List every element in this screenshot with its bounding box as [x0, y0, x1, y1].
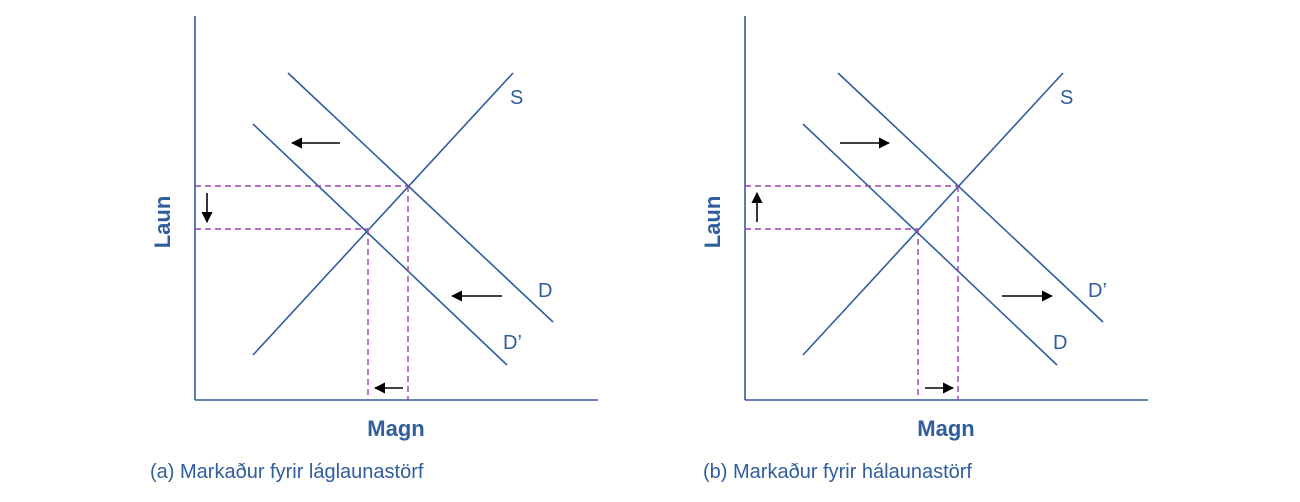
supply-curve — [802, 72, 1064, 356]
equilibrium-guides — [195, 185, 409, 400]
supply-curve — [252, 72, 514, 356]
x-axis-title: Magn — [917, 416, 974, 441]
panel-high-wage: S D’ D Laun Magn (b) Markaður fyrir hála… — [700, 16, 1148, 483]
original-demand-curve — [802, 123, 1058, 366]
new-demand-label: D’ — [503, 332, 522, 354]
original-demand-label: D — [538, 280, 552, 302]
new-demand-curve — [837, 72, 1104, 323]
supply-label: S — [1060, 87, 1073, 109]
new-demand-label: D’ — [1088, 280, 1107, 302]
panel-low-wage: S D D’ Laun Magn (a) Markaður fyrir lágl… — [150, 16, 598, 483]
new-demand-curve — [252, 123, 508, 366]
original-demand-label: D — [1053, 332, 1067, 354]
panel-caption: (b) Markaður fyrir hálaunastörf — [703, 461, 972, 483]
x-axis-title: Magn — [367, 416, 424, 441]
y-axis-title: Laun — [150, 196, 175, 249]
supply-label: S — [510, 87, 523, 109]
equilibrium-guides — [745, 185, 959, 400]
y-axis-title: Laun — [700, 196, 725, 249]
panel-caption: (a) Markaður fyrir láglaunastörf — [150, 461, 424, 483]
original-demand-curve — [287, 72, 554, 323]
